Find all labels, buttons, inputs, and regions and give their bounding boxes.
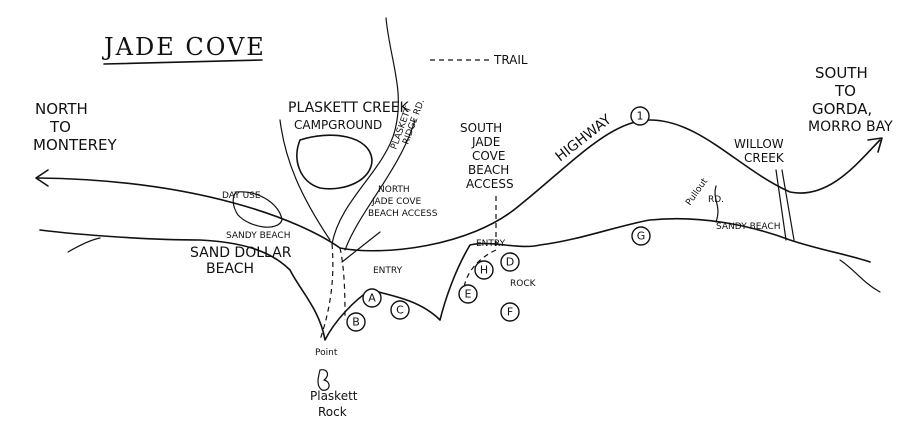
svg-text:B: B — [352, 316, 360, 329]
marker-c: C — [390, 300, 410, 320]
sand-dollar-label-1: SAND DOLLAR — [190, 245, 292, 261]
willow-creek-label-2: CREEK — [744, 151, 785, 165]
svg-text:F: F — [507, 306, 513, 319]
svg-text:H: H — [480, 264, 488, 277]
plaskett-rock-icon — [317, 369, 330, 391]
access-arrow-icon — [341, 231, 381, 263]
north-access-label-2: JADE COVE — [371, 197, 421, 207]
north-label-1: NORTH — [35, 100, 88, 118]
plaskett-creek — [331, 17, 399, 245]
north-access-label-1: NORTH — [378, 185, 410, 195]
trail-legend-label: TRAIL — [493, 53, 528, 67]
marker-d: D — [500, 252, 520, 272]
campground-label-2: CAMPGROUND — [294, 118, 382, 132]
south-access-label-5: ACCESS — [466, 177, 514, 191]
south-access-label-1: SOUTH — [460, 121, 502, 135]
willow-creek-bridge — [775, 169, 795, 241]
south-access-label-4: BEACH — [468, 163, 509, 177]
north-access-trail — [339, 247, 346, 321]
campground-lake — [296, 134, 373, 190]
entry-label-1: ENTRY — [373, 266, 403, 276]
plaskett-ridge-road-west — [279, 119, 331, 241]
day-use-label: DAY USE — [222, 191, 261, 201]
marker-h: H — [474, 260, 494, 280]
pullout-label-1: Pullout — [684, 176, 710, 207]
point-label: Point — [315, 348, 338, 358]
day-use-area — [232, 191, 283, 228]
marker-f: F — [500, 302, 520, 322]
willow-creek-label-1: WILLOW — [734, 137, 784, 151]
south-label-4: MORRO BAY — [808, 119, 893, 135]
cove-trail — [463, 249, 497, 301]
north-label-3: MONTEREY — [33, 136, 118, 154]
plaskett-rock-label-1: Plaskett — [310, 389, 358, 403]
svg-text:G: G — [637, 230, 646, 243]
sandy-beach-2-label: SANDY BEACH — [716, 222, 780, 232]
marker-a: A — [362, 288, 382, 308]
coast-rocks — [839, 259, 881, 293]
title-underline — [103, 59, 263, 65]
sand-dollar-label-2: BEACH — [206, 261, 254, 277]
north-arrow-icon — [35, 169, 49, 187]
marker-b: B — [346, 312, 366, 332]
sandy-beach-label: SANDY BEACH — [226, 231, 290, 241]
highway-number: 1 — [637, 110, 644, 123]
rock-label: ROCK — [510, 279, 537, 289]
svg-text:E: E — [465, 288, 472, 301]
south-arrow-icon — [867, 137, 883, 153]
south-access-label-2: JADE — [471, 135, 500, 149]
north-label-2: TO — [49, 118, 71, 136]
highway-label: HIGHWAY — [553, 112, 615, 166]
svg-text:C: C — [396, 304, 404, 317]
entry-label-2: ENTRY — [476, 239, 506, 249]
map-title: JADE COVE — [101, 33, 266, 61]
north-access-trail-2 — [319, 243, 334, 341]
creek-mouth — [67, 237, 101, 253]
svg-text:D: D — [506, 256, 514, 269]
plaskett-rock-label-2: Rock — [318, 405, 347, 419]
south-label-2: TO — [834, 82, 856, 100]
marker-e: E — [458, 284, 478, 304]
pullout-road — [714, 185, 719, 223]
coastline — [39, 217, 871, 341]
south-label-1: SOUTH — [815, 64, 868, 82]
highway-road — [37, 119, 881, 252]
north-access-label-3: BEACH ACCESS — [368, 209, 438, 219]
svg-text:A: A — [368, 292, 376, 305]
south-label-3: GORDA, — [812, 100, 872, 118]
campground-label-1: PLASKETT CREEK — [288, 100, 410, 116]
plaskett-ridge-road-east — [344, 119, 416, 251]
highway-shield-icon: 1 — [630, 106, 650, 126]
marker-g: G — [631, 226, 651, 246]
south-access-label-3: COVE — [472, 149, 505, 163]
